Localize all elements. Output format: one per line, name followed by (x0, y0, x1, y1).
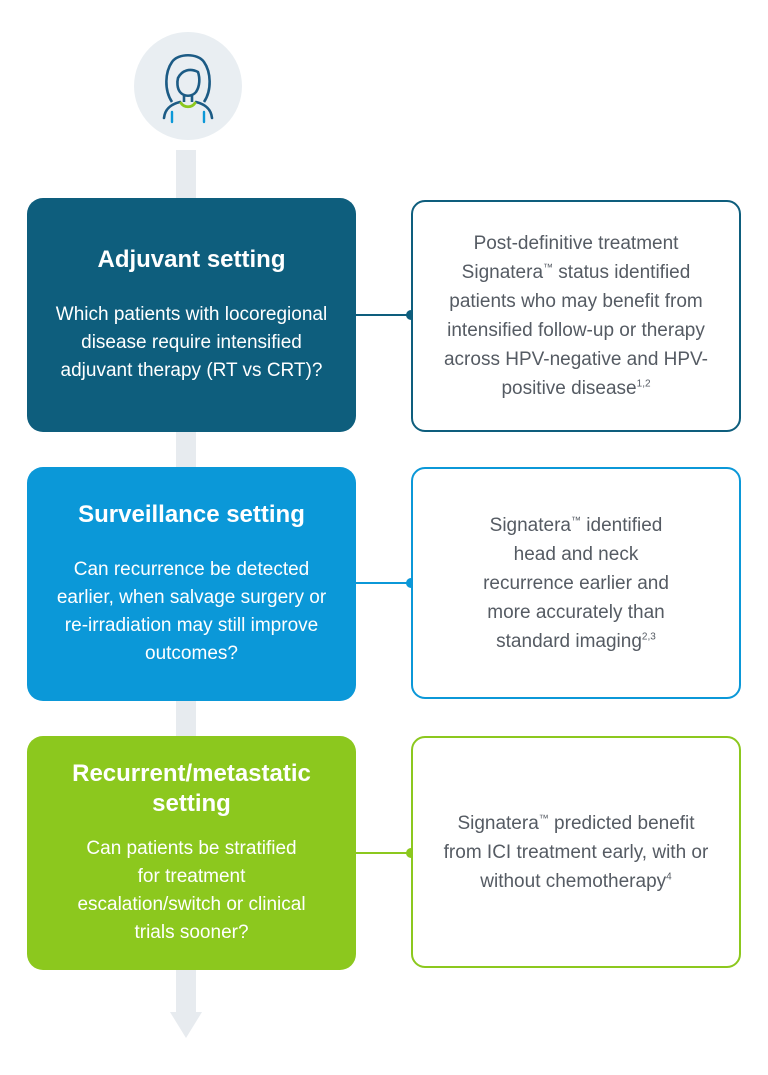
timeline-arrow-down-icon (170, 1012, 202, 1038)
stage-surveillance: Surveillance setting Can recurrence be d… (27, 467, 356, 701)
stage-recurrent-metastatic: Recurrent/metastatic setting Can patient… (27, 736, 356, 970)
trademark: ™ (543, 262, 554, 274)
trademark: ™ (571, 515, 581, 527)
stage-question: Can patients be stratified for treatment… (77, 838, 306, 943)
trademark: ™ (538, 813, 549, 825)
finding-text: Post-definitive treatment Signatera™ sta… (443, 233, 709, 399)
reference-superscript: 1,2 (636, 378, 651, 390)
stage-question: Which patients with locoregional disease… (55, 304, 328, 381)
finding-adjuvant: Post-definitive treatment Signatera™ sta… (411, 200, 741, 432)
avatar-background (134, 32, 242, 140)
reference-superscript: 4 (666, 871, 672, 883)
finding-surveillance: Signatera™ identified head and neck recu… (411, 467, 741, 699)
connector-line (356, 314, 411, 316)
stage-adjuvant: Adjuvant setting Which patients with loc… (27, 198, 356, 432)
stage-title: Surveillance setting (78, 501, 305, 528)
connector-line (356, 852, 411, 854)
stage-title: Recurrent/metastatic setting (72, 760, 311, 817)
finding-text: Signatera™ predicted benefit from ICI tr… (443, 812, 709, 892)
finding-recurrent-metastatic: Signatera™ predicted benefit from ICI tr… (411, 736, 741, 968)
stage-title: Adjuvant setting (97, 246, 286, 273)
connector-line (356, 582, 411, 584)
stage-question: Can recurrence be detected earlier, when… (56, 559, 327, 664)
reference-superscript: 2,3 (641, 631, 656, 643)
patient-avatar-icon (162, 53, 214, 124)
finding-text: Signatera™ identified head and neck recu… (483, 514, 669, 652)
